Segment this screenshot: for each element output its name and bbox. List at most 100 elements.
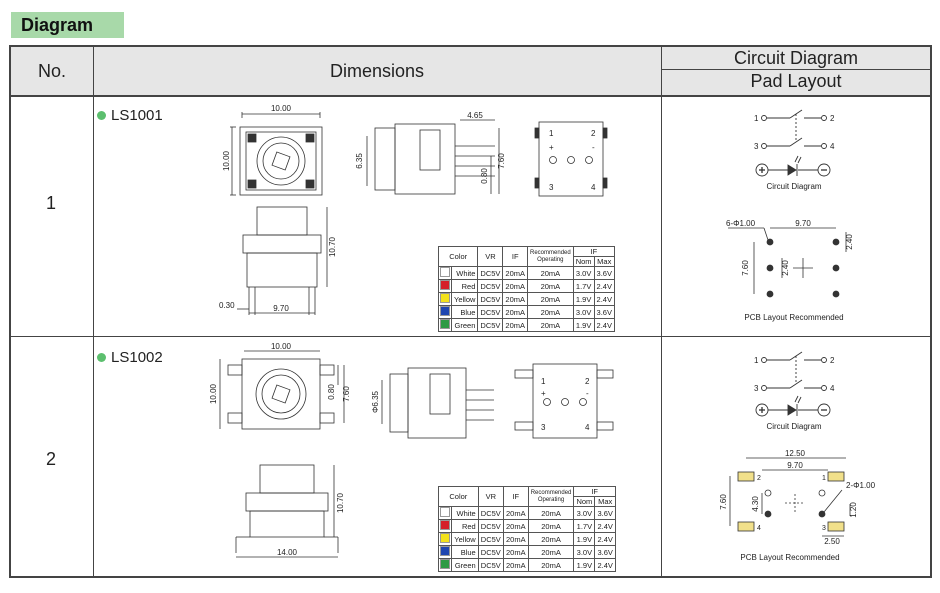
pin-label: 2 xyxy=(830,356,835,365)
dim-label: 14.00 xyxy=(277,548,298,557)
led-cell-color: Green xyxy=(450,318,479,332)
led-cell-vr: DC5V xyxy=(477,545,504,559)
led-cell-if: 20mA xyxy=(502,305,529,319)
led-cell-color: Yellow xyxy=(450,292,479,306)
color-swatch-icon xyxy=(440,293,450,303)
row-number: 2 xyxy=(45,449,56,469)
dim-label: 6.35 xyxy=(355,153,364,169)
color-swatch xyxy=(438,279,452,293)
dim-label: 10.00 xyxy=(222,150,231,171)
led-cell-nom: 1.7V xyxy=(573,519,596,533)
color-swatch xyxy=(437,506,453,520)
led-table-header: Nom xyxy=(572,256,595,267)
ls1002-front-view: 10.70 14.00 xyxy=(235,464,345,558)
dim-label: 10.70 xyxy=(336,492,345,513)
led-table-header: Max xyxy=(594,496,616,507)
led-cell-vr: DC5V xyxy=(477,558,504,572)
led-cell-color: White xyxy=(450,266,479,280)
color-swatch-icon xyxy=(440,319,450,329)
led-cell-nom: 1.9V xyxy=(572,318,595,332)
dim-label: 0.80 xyxy=(327,384,336,400)
color-swatch-icon xyxy=(440,306,450,316)
pin-label: - xyxy=(586,389,589,398)
pin-label: - xyxy=(592,143,595,152)
pin-label: 3 xyxy=(541,423,546,432)
led-cell-nom: 3.0V xyxy=(572,305,595,319)
pad-caption: PCB Layout Recommended xyxy=(744,313,843,322)
led-table-header: Recommended Operating xyxy=(527,486,575,507)
led-cell-max: 3.6V xyxy=(594,506,616,520)
pin-label: 1 xyxy=(541,377,546,386)
led-cell-nom: 1.9V xyxy=(572,292,595,306)
led-cell-max: 2.4V xyxy=(593,279,615,293)
color-swatch xyxy=(438,305,452,319)
led-cell-max: 2.4V xyxy=(594,519,616,533)
dim-label: 2.40 xyxy=(781,260,790,276)
dim-label: 9.70 xyxy=(273,304,289,313)
pin-label: 1 xyxy=(549,129,554,138)
led-cell-vr: DC5V xyxy=(477,318,504,332)
led-cell-max: 3.6V xyxy=(594,545,616,559)
dim-label: 2-Φ1.00 xyxy=(846,481,876,490)
pin-label: 4 xyxy=(830,142,835,151)
header-dimensions: Dimensions xyxy=(329,61,425,81)
pin-label: 4 xyxy=(591,183,596,192)
led-cell-color: White xyxy=(451,506,479,520)
led-table-header: Nom xyxy=(573,496,596,507)
dim-label: 1.20 xyxy=(849,502,858,518)
pin-label: 2 xyxy=(830,114,835,123)
led-cell-if: 20mA xyxy=(502,318,529,332)
led-cell-max: 3.6V xyxy=(593,305,615,319)
led-cell-rec: 20mA xyxy=(527,519,575,533)
led-table-header: IF xyxy=(573,486,616,497)
dim-label: 0.30 xyxy=(219,301,235,310)
color-swatch-icon xyxy=(440,559,451,569)
dim-label: 6-Φ1.00 xyxy=(726,219,756,228)
dim-label: 4.30 xyxy=(751,496,760,512)
dim-label: 7.60 xyxy=(719,494,728,510)
model-bullet-icon xyxy=(97,110,106,120)
model-name: LS1002 xyxy=(111,349,163,366)
led-cell-if: 20mA xyxy=(502,266,529,280)
led-cell-vr: DC5V xyxy=(477,506,504,520)
pin-label: 3 xyxy=(754,384,759,393)
color-swatch-icon xyxy=(440,267,450,277)
led-cell-vr: DC5V xyxy=(477,305,504,319)
dim-label: 7.60 xyxy=(342,386,351,402)
col-divider xyxy=(93,47,94,576)
led-cell-color: Green xyxy=(451,558,479,572)
led-cell-rec: 20mA xyxy=(527,558,575,572)
led-cell-rec: 20mA xyxy=(527,318,574,332)
ls1001-side-view: 4.65 6.35 0.80 7.60 xyxy=(355,111,506,195)
dim-label: 10.00 xyxy=(209,383,218,404)
color-swatch xyxy=(438,318,452,332)
pin-label: 3 xyxy=(822,525,826,532)
pin-label: + xyxy=(541,389,546,398)
color-swatch xyxy=(438,266,452,280)
pin-label: + xyxy=(549,143,554,152)
dim-label: 9.70 xyxy=(787,461,803,470)
led-cell-nom: 3.0V xyxy=(573,506,596,520)
led-cell-max: 3.6V xyxy=(593,266,615,280)
table-header xyxy=(11,47,930,97)
led-cell-rec: 20mA xyxy=(527,305,574,319)
led-cell-max: 2.4V xyxy=(593,318,615,332)
model-label: LS1001 xyxy=(97,107,163,124)
led-table-header: IF xyxy=(502,246,529,267)
color-swatch-icon xyxy=(440,520,451,530)
color-swatch xyxy=(437,519,453,533)
led-cell-if: 20mA xyxy=(502,532,529,546)
led-table-header: Max xyxy=(593,256,615,267)
led-table-header: Recommended Operating xyxy=(527,246,574,267)
dim-label: 7.60 xyxy=(497,153,506,169)
led-cell-vr: DC5V xyxy=(477,532,504,546)
section-tag: Diagram xyxy=(11,12,124,38)
